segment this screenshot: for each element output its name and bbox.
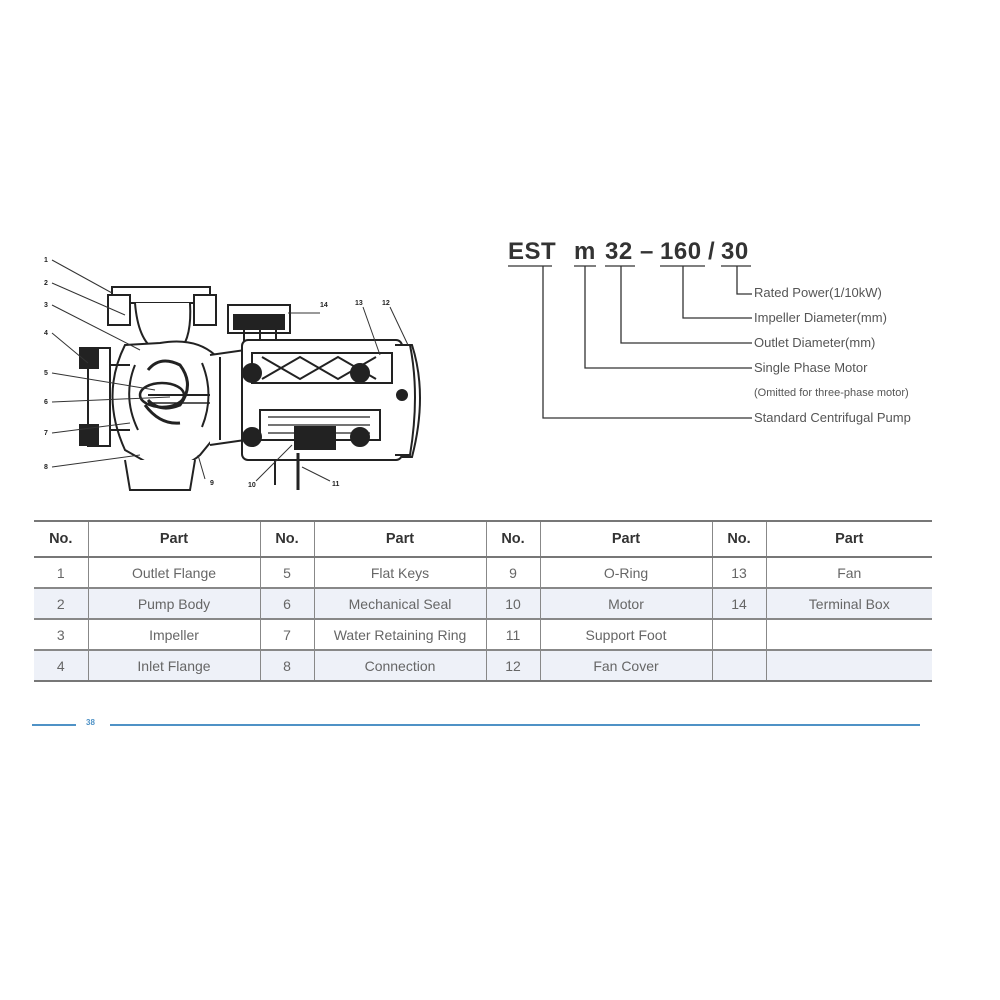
header-no: No.	[712, 520, 767, 558]
callout-6: 6	[44, 399, 48, 406]
header-no: No.	[486, 520, 541, 558]
cell-part: Fan	[766, 557, 932, 589]
model-code-legend: EST m 32 – 160 / 30 Rated Power(1/10kW) …	[500, 232, 970, 442]
callout-5: 5	[44, 370, 48, 377]
table-row: 3 Impeller 7 Water Retaining Ring 11 Sup…	[34, 619, 932, 651]
cell-part: Motor	[540, 588, 713, 620]
model-slash: /	[708, 238, 716, 265]
callout-8: 8	[44, 464, 48, 471]
callout-11: 11	[332, 481, 340, 488]
table-row: 1 Outlet Flange 5 Flat Keys 9 O-Ring 13 …	[34, 557, 932, 589]
cell-part: Outlet Flange	[88, 557, 261, 589]
callout-13: 13	[355, 300, 363, 307]
cell-part: Support Foot	[540, 619, 713, 651]
table-header-row: No. Part No. Part No. Part No. Part	[34, 520, 932, 558]
cell-no: 13	[712, 557, 767, 589]
parts-table: No. Part No. Part No. Part No. Part 1 Ou…	[34, 520, 932, 682]
model-series-code: EST	[508, 238, 557, 265]
model-impeller-code: 160	[660, 238, 702, 265]
header-no: No.	[34, 520, 89, 558]
cell-part: Mechanical Seal	[314, 588, 487, 620]
cell-part: Terminal Box	[766, 588, 932, 620]
desc-rated-power: Rated Power(1/10kW)	[754, 285, 882, 300]
cell-part: Connection	[314, 650, 487, 682]
callout-10: 10	[248, 482, 256, 489]
cell-part: Inlet Flange	[88, 650, 261, 682]
footer-rule-right	[110, 724, 920, 726]
model-outlet-code: 32	[605, 238, 633, 265]
callout-3: 3	[44, 302, 48, 309]
desc-single-phase-motor: Single Phase Motor	[754, 360, 868, 375]
header-no: No.	[260, 520, 315, 558]
cell-no: 10	[486, 588, 541, 620]
cell-part: O-Ring	[540, 557, 713, 589]
cell-no	[712, 619, 767, 651]
desc-standard-pump: Standard Centrifugal Pump	[754, 410, 911, 425]
model-dash: –	[640, 238, 654, 265]
footer-rule-left	[32, 724, 76, 726]
header-part: Part	[88, 520, 261, 558]
cell-no: 9	[486, 557, 541, 589]
cell-part	[766, 619, 932, 651]
cell-no: 8	[260, 650, 315, 682]
cell-no: 3	[34, 619, 89, 651]
page-number: 38	[86, 718, 95, 727]
cell-part: Water Retaining Ring	[314, 619, 487, 651]
header-part: Part	[540, 520, 713, 558]
cell-part: Impeller	[88, 619, 261, 651]
desc-omitted-note: (Omitted for three-phase motor)	[754, 387, 909, 399]
model-code-leader-lines	[508, 265, 752, 419]
callout-9: 9	[210, 480, 214, 487]
desc-impeller-diameter: Impeller Diameter(mm)	[754, 310, 887, 325]
table-row: 2 Pump Body 6 Mechanical Seal 10 Motor 1…	[34, 588, 932, 620]
cell-part: Pump Body	[88, 588, 261, 620]
callout-4: 4	[44, 330, 48, 337]
callout-12: 12	[382, 300, 390, 307]
cell-part: Flat Keys	[314, 557, 487, 589]
cell-no: 2	[34, 588, 89, 620]
cell-no: 6	[260, 588, 315, 620]
cell-no: 11	[486, 619, 541, 651]
header-part: Part	[766, 520, 932, 558]
callout-1: 1	[44, 257, 48, 264]
header-part: Part	[314, 520, 487, 558]
cell-no	[712, 650, 767, 682]
cell-no: 7	[260, 619, 315, 651]
cell-no: 4	[34, 650, 89, 682]
cell-no: 5	[260, 557, 315, 589]
cell-part	[766, 650, 932, 682]
pump-cross-section-drawing: 1 2 3 4 5 6 7 8 9 10 11 12 13 14	[44, 257, 421, 491]
cell-part: Fan Cover	[540, 650, 713, 682]
callout-2: 2	[44, 280, 48, 287]
cell-no: 12	[486, 650, 541, 682]
model-power-code: 30	[721, 238, 749, 265]
desc-outlet-diameter: Outlet Diameter(mm)	[754, 335, 876, 350]
callout-7: 7	[44, 430, 48, 437]
callout-14: 14	[320, 302, 328, 309]
model-phase-code: m	[574, 238, 596, 265]
table-row: 4 Inlet Flange 8 Connection 12 Fan Cover	[34, 650, 932, 682]
page-footer: 38	[32, 716, 920, 732]
cell-no: 1	[34, 557, 89, 589]
cell-no: 14	[712, 588, 767, 620]
